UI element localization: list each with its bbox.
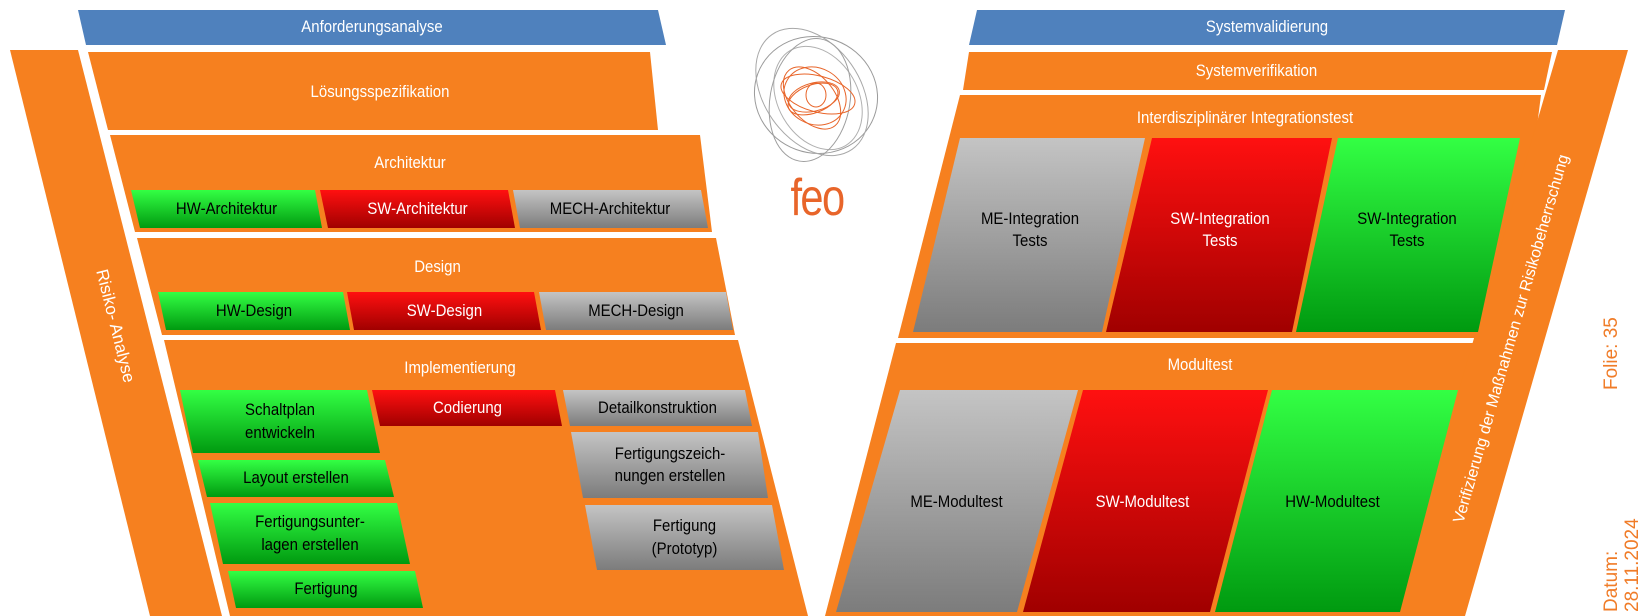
codierung-box — [372, 390, 562, 426]
detailkonstruktion-label: Detailkonstruktion — [598, 397, 717, 417]
risk-verification-band — [1393, 50, 1628, 616]
hw-integration-label: SW-Integration Tests — [1357, 208, 1457, 250]
date-value: 28.11.2024 — [1622, 518, 1643, 612]
feo-logo-scribble — [753, 27, 879, 162]
modultest-title: Modultest — [1167, 354, 1233, 374]
fertigung-box — [228, 571, 423, 608]
hw-modultest-box — [1215, 390, 1458, 612]
sw-integration-box — [1106, 138, 1332, 332]
zeichnungen-box — [571, 432, 768, 498]
spec-section — [88, 52, 658, 130]
slide-number: Folie: 35 — [1601, 317, 1622, 390]
me-integration-label: ME-Integration Tests — [980, 208, 1080, 250]
systemverifikation-label: Systemverifikation — [1195, 60, 1318, 80]
sw-modultest-box — [1023, 390, 1268, 612]
sw-modultest-label: SW-Modultest — [1095, 491, 1190, 511]
schaltplan-label: Schaltplan entwickeln — [245, 400, 315, 442]
sw-architecture-label: SW-Architektur — [367, 198, 468, 218]
hw-modultest-label: HW-Modultest — [1285, 491, 1380, 511]
hw-architecture-label: HW-Architektur — [175, 198, 278, 218]
spec-label: Lösungsspezifikation — [310, 81, 450, 101]
mech-design-box — [539, 292, 733, 330]
feo-logo-text: feo — [790, 169, 845, 227]
hw-design-box — [158, 292, 350, 330]
me-modultest-box — [836, 390, 1078, 612]
prototyp-label: Fertigung (Prototyp) — [651, 516, 718, 558]
mech-architecture-box — [513, 190, 708, 228]
header-right-label: Systemvalidierung — [1205, 17, 1329, 37]
hw-architecture-box — [131, 190, 322, 228]
fertigung-label: Fertigung — [294, 579, 358, 599]
schaltplan-box — [180, 390, 380, 453]
zeichnungen-label: Fertigungszeich- nungen erstellen — [614, 443, 726, 485]
hw-design-label: HW-Design — [215, 300, 293, 320]
codierung-label: Codierung — [432, 397, 503, 417]
layout-label: Layout erstellen — [243, 468, 349, 488]
mech-design-label: MECH-Design — [588, 300, 684, 320]
fertigungsunterlagen-box — [210, 503, 410, 564]
sw-design-label: SW-Design — [406, 300, 483, 320]
risk-analysis-band — [10, 50, 222, 616]
systemverifikation-section — [963, 52, 1552, 90]
design-title: Design — [414, 256, 461, 276]
sw-architecture-box — [320, 190, 515, 228]
detailkonstruktion-box — [563, 390, 752, 426]
integration-title: Interdisziplinärer Integrationstest — [1136, 107, 1354, 127]
me-modultest-label: ME-Modultest — [910, 491, 1003, 511]
implementation-title: Implementierung — [404, 357, 516, 377]
me-integration-box — [913, 138, 1145, 332]
mech-architecture-label: MECH-Architektur — [549, 198, 671, 218]
date-label: Datum: — [1601, 550, 1622, 612]
fertigungsunterlagen-label: Fertigungsunter- lagen erstellen — [255, 512, 365, 554]
header-right-bar — [969, 10, 1565, 45]
architecture-title: Architektur — [374, 152, 446, 172]
header-left-label: Anforderungsanalyse — [301, 17, 443, 37]
hw-integration-box — [1296, 138, 1520, 332]
header-left-bar — [78, 10, 666, 45]
prototyp-box — [585, 505, 784, 570]
sw-design-box — [347, 292, 541, 330]
sw-integration-label: SW-Integration Tests — [1170, 208, 1270, 250]
layout-box — [198, 460, 394, 497]
